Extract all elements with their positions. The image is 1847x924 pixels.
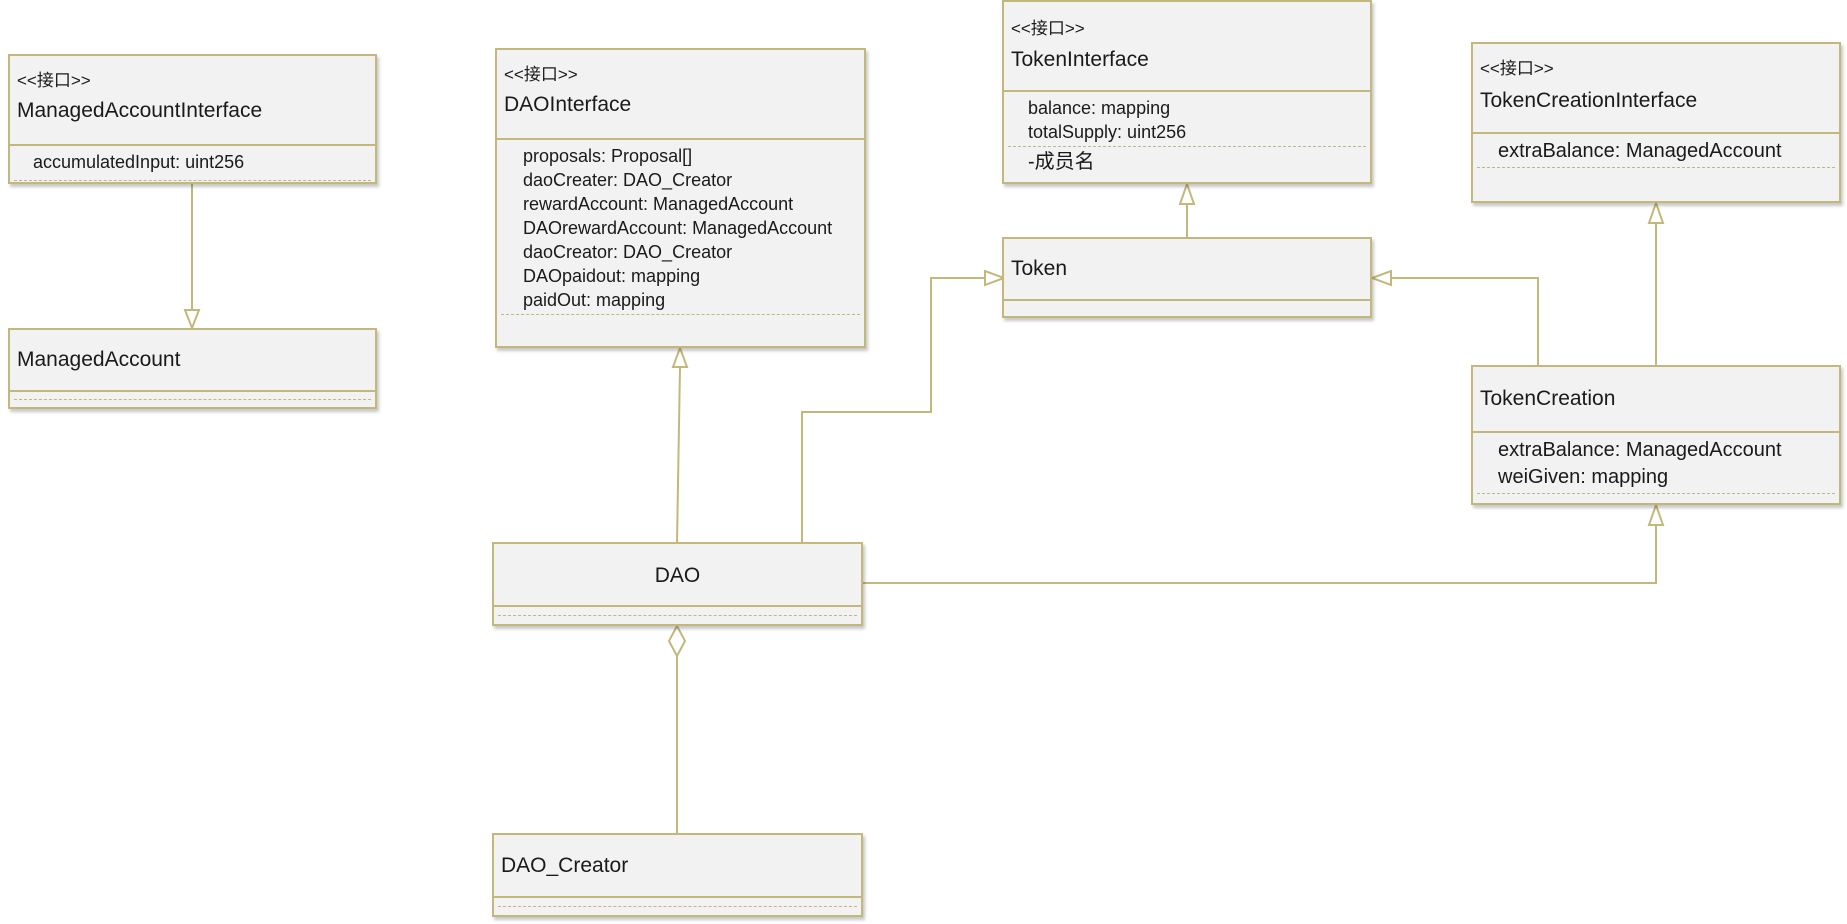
arrowhead-token-right [1369, 269, 1392, 287]
class-dao-creator[interactable]: DAO_Creator [492, 833, 863, 917]
class-name: DAO [654, 564, 701, 587]
attribute-list [498, 898, 857, 907]
class-tokeninterface[interactable]: <<接口>> TokenInterface balance: mapping t… [1002, 0, 1372, 184]
class-token[interactable]: Token [1002, 237, 1372, 318]
attribute: extraBalance: ManagedAccount [1498, 439, 1782, 461]
connector-dao-tokencreation [862, 525, 1657, 584]
connector-tokencreation-token [1391, 277, 1539, 365]
class-header: <<接口>> ManagedAccountInterface [10, 56, 375, 146]
attribute: weiGiven: mapping [1498, 466, 1669, 488]
class-tokencreation[interactable]: TokenCreation extraBalance: ManagedAccou… [1471, 365, 1841, 505]
class-managedaccount[interactable]: ManagedAccount [8, 328, 377, 409]
attribute: daoCreator: DAO_Creator [523, 242, 733, 262]
class-header: DAO_Creator [494, 835, 861, 898]
attribute: DAOrewardAccount: ManagedAccount [523, 218, 833, 238]
arrowhead-tokencreation [1647, 501, 1665, 526]
attribute-list: extraBalance: ManagedAccount weiGiven: m… [1477, 433, 1835, 494]
stereotype-label: <<接口>> [504, 65, 578, 84]
attribute: balance: mapping [1028, 98, 1171, 118]
attribute: DAOpaidout: mapping [523, 266, 701, 286]
attribute-list [498, 607, 857, 616]
stereotype-label: <<接口>> [17, 71, 91, 90]
class-header: Token [1004, 239, 1370, 301]
aggregation-diamond [667, 623, 687, 659]
arrowhead-managedaccount [183, 309, 201, 331]
attribute: rewardAccount: ManagedAccount [523, 194, 794, 214]
arrowhead-tokencreationinterface [1647, 199, 1665, 224]
attribute-list: accumulatedInput: uint256 [14, 146, 371, 181]
class-name: ManagedAccount [17, 348, 181, 371]
attribute: accumulatedInput: uint256 [33, 152, 245, 172]
class-header: ManagedAccount [10, 330, 375, 392]
class-header: <<接口>> DAOInterface [497, 50, 864, 140]
class-name: DAO_Creator [501, 854, 629, 877]
class-name: TokenInterface [1011, 48, 1149, 71]
member-list: -成员名 [1004, 147, 1370, 176]
class-header: <<接口>> TokenCreationInterface [1473, 44, 1839, 134]
stereotype-label: <<接口>> [1480, 59, 1554, 78]
class-name: DAOInterface [504, 93, 632, 116]
class-dao[interactable]: DAO [492, 542, 863, 626]
attribute: extraBalance: ManagedAccount [1498, 140, 1782, 162]
class-name: Token [1011, 257, 1068, 280]
attribute: proposals: Proposal[] [523, 146, 693, 166]
connector-dao-token [801, 277, 985, 542]
class-header: <<接口>> TokenInterface [1004, 2, 1370, 92]
class-daointerface[interactable]: <<接口>> DAOInterface proposals: Proposal[… [495, 48, 866, 348]
attribute: daoCreater: DAO_Creator [523, 170, 733, 190]
class-header: DAO [494, 544, 861, 607]
member: -成员名 [1028, 151, 1095, 173]
attribute-list: extraBalance: ManagedAccount [1477, 134, 1835, 168]
connector-dao-daointerface [676, 366, 681, 543]
attribute-list: balance: mapping totalSupply: uint256 [1008, 92, 1366, 147]
class-name: ManagedAccountInterface [17, 99, 263, 122]
class-name: TokenCreation [1480, 387, 1616, 410]
arrowhead-token-left [984, 269, 1007, 287]
class-name: TokenCreationInterface [1480, 89, 1698, 112]
arrowhead-daointerface [671, 345, 689, 368]
attribute: totalSupply: uint256 [1028, 122, 1187, 142]
class-managedaccountinterface[interactable]: <<接口>> ManagedAccountInterface accumulat… [8, 54, 377, 184]
arrowhead-tokeninterface [1178, 180, 1196, 205]
stereotype-label: <<接口>> [1011, 19, 1085, 38]
class-tokencreationinterface[interactable]: <<接口>> TokenCreationInterface extraBalan… [1471, 42, 1841, 203]
attribute: paidOut: mapping [523, 290, 666, 310]
class-header: TokenCreation [1473, 367, 1839, 433]
attribute-list: proposals: Proposal[] daoCreater: DAO_Cr… [501, 140, 860, 315]
attribute-list [14, 392, 371, 400]
